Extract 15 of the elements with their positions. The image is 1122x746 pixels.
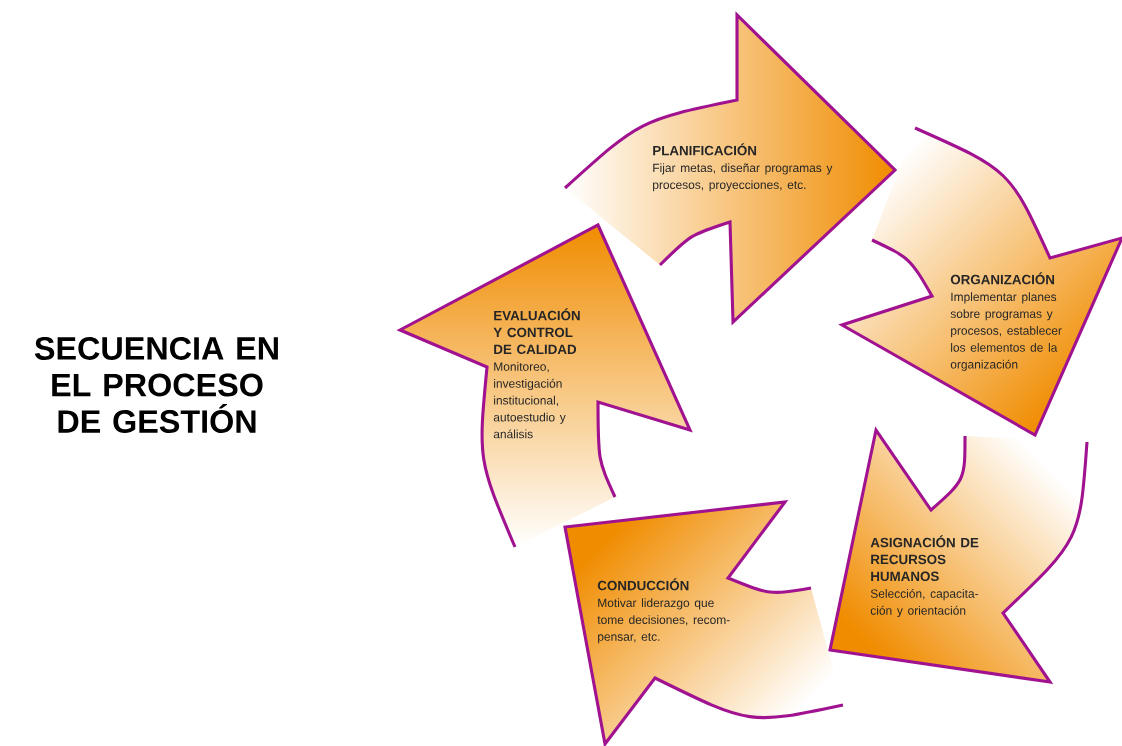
step-heading: ORGANIZACIÓN: [950, 272, 1055, 285]
step-description: Implementar planes sobre programas y procesos, establecer los elementos de la organización: [950, 292, 1062, 371]
step-heading: CONDUCCIÓN: [597, 578, 689, 591]
cycle-step-block: [398, 223, 692, 548]
step-heading: ASIGNACIÓN DE RECURSOS HUMANOS: [870, 535, 979, 581]
step-heading: PLANIFICACIÓN: [653, 143, 757, 156]
title: SECUENCIA EN EL PROCESO DE GESTIÓN: [34, 337, 278, 433]
step-description: Selección, capacita- ción y orientación: [870, 588, 979, 618]
step-description: Motivar liderazgo que tome decisiones, recom- pensar, etc.: [597, 598, 730, 644]
step-description: Monitoreo, investigación institucional, autoestudio y análisis: [493, 362, 566, 439]
step-heading: EVALUACIÓN Y CONTROL DE CALIDAD: [493, 308, 580, 354]
cycle-step-block: [563, 500, 844, 746]
cycle-step-block: [840, 126, 1122, 437]
cycle-step-block: [828, 428, 1089, 684]
step-description: Fijar metas, diseñar programas y procesos, proyecciones, etc.: [653, 163, 833, 192]
